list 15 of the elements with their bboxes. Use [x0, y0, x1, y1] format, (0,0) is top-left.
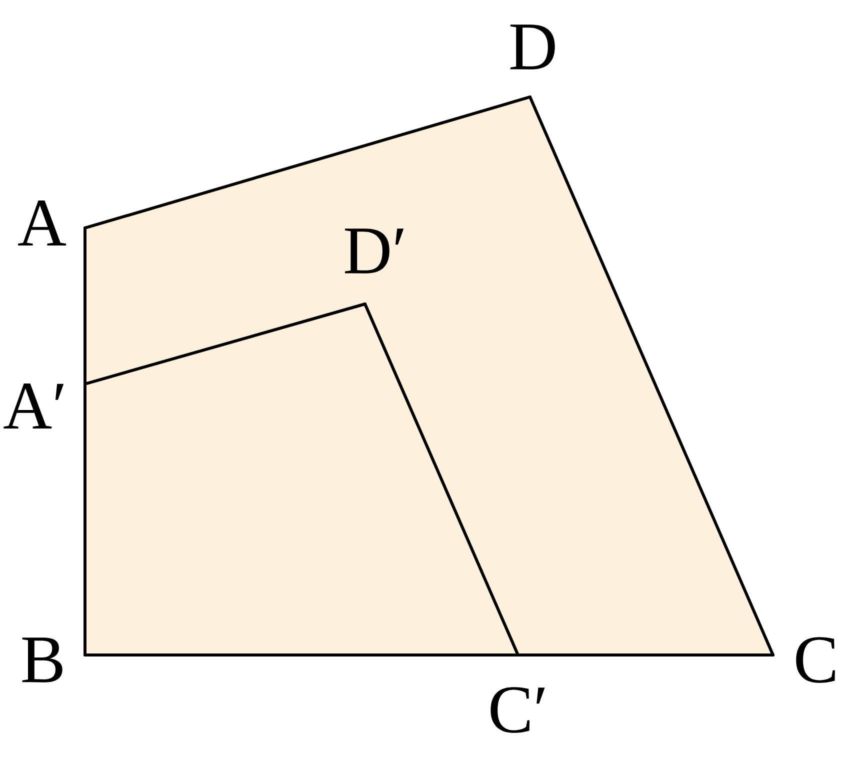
vertex-label: A [18, 200, 66, 246]
line-segment [364, 302, 520, 656]
line-segment [84, 96, 532, 230]
line-segment [84, 654, 520, 656]
line-segment [84, 302, 366, 386]
vertex-label: C′ [490, 687, 545, 733]
vertex-label: A′ [4, 384, 64, 428]
vertex-label: D [510, 24, 555, 70]
line-segment [528, 96, 774, 656]
vertex-label: B [22, 638, 62, 682]
line-segment [516, 654, 774, 656]
vertex-label: C [796, 637, 835, 683]
line-segment [84, 382, 86, 656]
vertex-label: D′ [344, 228, 404, 274]
line-segment [84, 226, 86, 386]
